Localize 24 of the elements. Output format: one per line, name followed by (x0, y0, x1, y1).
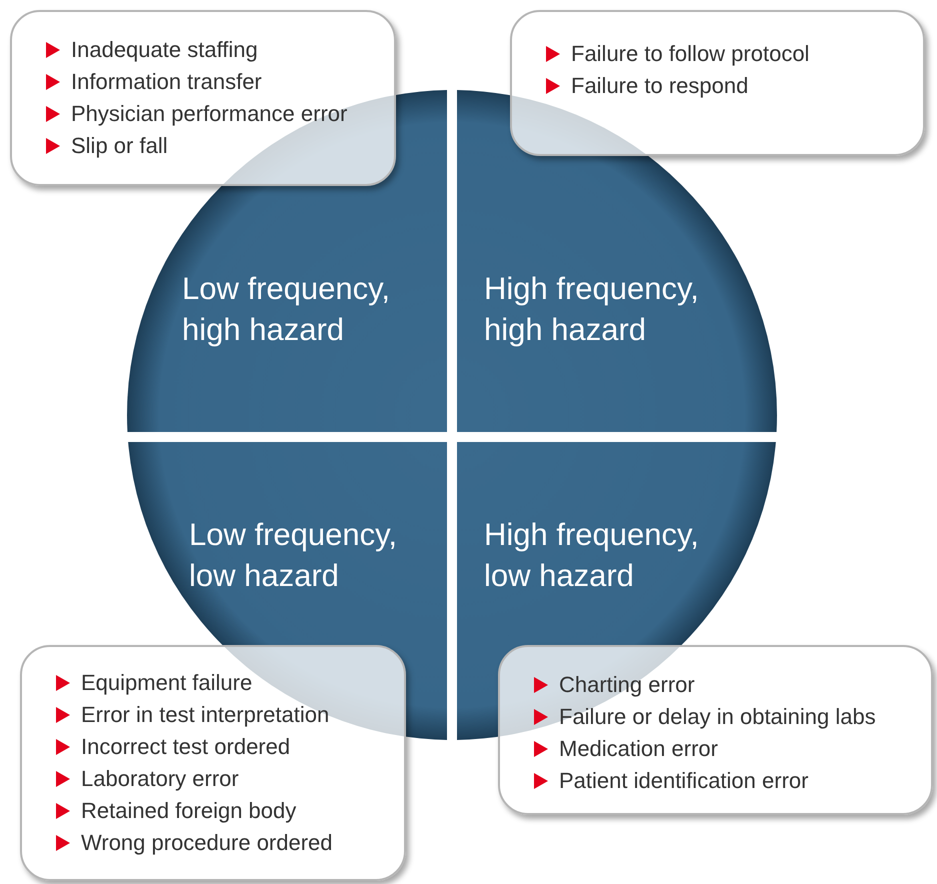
quadrant-heading: High frequency, high hazard (484, 270, 700, 349)
list-item: Failure to follow protocol (571, 41, 810, 67)
list-item: Medication error (559, 736, 718, 762)
quadrant-heading: Low frequency, low hazard (189, 516, 398, 595)
list-item: Inadequate staffing (71, 37, 258, 63)
quadrant-heading: High frequency, low hazard (484, 516, 700, 595)
list-item: Patient identification error (559, 768, 808, 794)
list-item: Information transfer (71, 69, 262, 95)
list-item: Laboratory error (81, 766, 239, 792)
list-item: Slip or fall (71, 133, 168, 159)
list-item: Wrong procedure ordered (81, 830, 333, 856)
list-item: Physician performance error (71, 101, 348, 127)
list-item: Incorrect test ordered (81, 734, 290, 760)
callout-card (498, 645, 933, 815)
quadrant-heading: Low frequency, high hazard (182, 270, 391, 349)
list-item: Equipment failure (81, 670, 252, 696)
list-item: Failure or delay in obtaining labs (559, 704, 876, 730)
list-item: Retained foreign body (81, 798, 296, 824)
list-item: Charting error (559, 672, 695, 698)
list-item: Failure to respond (571, 73, 748, 99)
callout-card (510, 10, 925, 156)
callout-card (10, 10, 396, 186)
callout-card (20, 645, 406, 881)
list-item: Error in test interpretation (81, 702, 330, 728)
